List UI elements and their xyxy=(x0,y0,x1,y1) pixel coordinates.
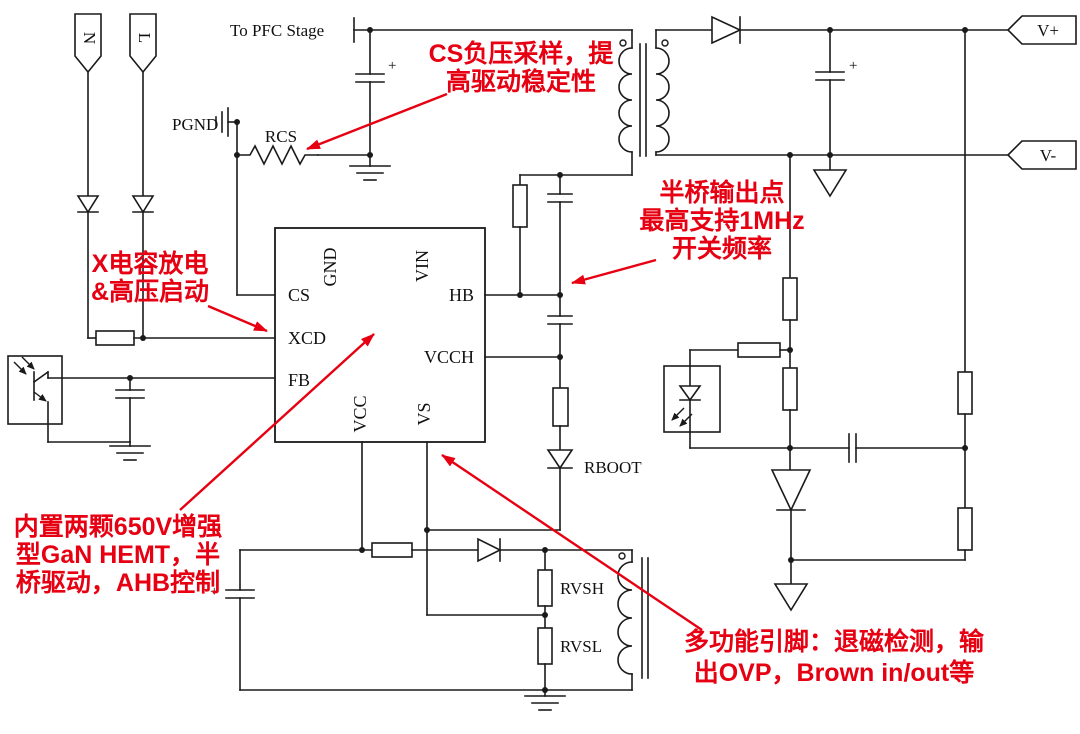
annotation-cs-sense-line2: 高驱动稳定性 xyxy=(446,67,596,96)
rboot-branch: RBOOT xyxy=(546,356,642,531)
ac-input-section: N L xyxy=(74,13,276,346)
annotation-xcd-line2: &高压启动 xyxy=(91,277,209,306)
output-connector-vplus: V+ xyxy=(1006,15,1077,45)
connector-n-label: N xyxy=(80,32,99,44)
rcs-label: RCS xyxy=(265,127,297,146)
vs-divider-section: RVSH RVSL xyxy=(426,441,649,711)
annotation-cs-sense: CS负压采样，提 高驱动稳定性 xyxy=(306,39,615,151)
annotation-half-bridge-line1: 半桥输出点 xyxy=(659,178,784,207)
output-capacitor: + xyxy=(815,29,857,156)
annotation-gan-line3: 桥驱动，AHB控制 xyxy=(16,569,220,597)
resonant-capacitor xyxy=(547,174,573,296)
annotation-multi-pin: 多功能引脚：退磁检测，输 出OVP，Brown in/out等 xyxy=(441,454,985,687)
rvsh-resistor: RVSH xyxy=(537,549,604,629)
annotation-half-bridge-line2: 最高支持1MHz xyxy=(639,206,804,235)
sense-winding-polarity-dot xyxy=(618,552,626,560)
input-connector-l: L xyxy=(129,13,157,74)
shunt-regulator xyxy=(770,447,812,612)
regulator-ground xyxy=(773,583,809,612)
connector-l-label: L xyxy=(135,33,154,43)
bulk-cap-plus-sign: + xyxy=(388,58,396,74)
vcc-cap-plus-sign: + xyxy=(210,584,218,600)
bias-branch xyxy=(782,154,798,451)
sense-winding-transformer xyxy=(617,549,649,691)
primary-polarity-dot xyxy=(619,39,627,47)
annotation-gan: 内置两颗650V增强 型GaN HEMT，半 桥驱动，AHB控制 xyxy=(14,333,375,597)
primary-ground xyxy=(349,154,391,181)
snubber-resistor xyxy=(512,174,528,296)
compensation-capacitor xyxy=(789,433,966,463)
annotation-gan-line2: 型GaN HEMT，半 xyxy=(16,541,220,569)
output-connector-vminus: V- xyxy=(1006,140,1077,170)
vcc-capacitor: + xyxy=(210,549,255,691)
annotation-xcd-arrow xyxy=(207,304,268,333)
ic-pin-cs: CS xyxy=(288,285,310,305)
rvsl-resistor: RVSL xyxy=(537,627,602,691)
secondary-ground xyxy=(812,154,848,198)
annotation-half-bridge-arrow xyxy=(571,258,657,285)
aux-series-resistor xyxy=(371,542,413,558)
half-bridge-network: RBOOT xyxy=(424,172,642,533)
controller-ic: CS XCD FB HB VCCH GND VIN VCC VS xyxy=(274,227,486,443)
annotation-multi-pin-line1: 多功能引脚：退磁检测，输 xyxy=(684,627,985,656)
output-cap-plus-sign: + xyxy=(849,58,857,74)
ic-pin-vcc: VCC xyxy=(350,395,370,432)
annotation-xcd-line1: X电容放电 xyxy=(92,249,209,278)
aux-rectifier-diode xyxy=(477,537,502,563)
bottom-ground xyxy=(524,689,566,711)
voltage-divider xyxy=(790,29,973,561)
led-series-resistor xyxy=(689,342,791,358)
annotation-gan-line1: 内置两颗650V增强 xyxy=(14,512,222,541)
fb-section xyxy=(7,355,276,461)
pfc-bus-section: To PFC Stage + PGND RCS xyxy=(172,17,633,296)
rvsl-label: RVSL xyxy=(560,637,602,656)
fb-ground xyxy=(109,441,151,461)
annotation-xcd: X电容放电 &高压启动 xyxy=(91,249,268,333)
ic-pin-fb: FB xyxy=(288,370,310,390)
annotation-cs-sense-arrow xyxy=(306,92,448,151)
bulk-capacitor: + xyxy=(355,29,396,156)
main-transformer xyxy=(618,29,670,176)
ic-pin-xcd: XCD xyxy=(288,328,326,348)
fb-filter-capacitor xyxy=(115,377,145,443)
input-diode-n xyxy=(76,71,100,339)
output-rectifier-diode xyxy=(711,15,742,45)
annotation-cs-sense-line1: CS负压采样，提 xyxy=(429,39,615,68)
input-connector-n: N xyxy=(74,13,102,74)
vplus-label: V+ xyxy=(1037,21,1059,40)
feedback-network xyxy=(663,29,973,612)
ic-pin-gnd: GND xyxy=(320,248,340,287)
pgnd-ground: PGND xyxy=(172,107,238,137)
input-diode-l xyxy=(131,71,155,339)
rvsh-label: RVSH xyxy=(560,579,604,598)
ic-pin-vin: VIN xyxy=(412,250,432,282)
ic-pin-vcch: VCCH xyxy=(424,347,474,367)
optocoupler-emitter xyxy=(663,349,721,449)
secondary-output-section: + V+ V- xyxy=(655,15,1077,198)
rboot-label: RBOOT xyxy=(584,458,642,477)
xcd-series-resistor xyxy=(87,330,276,346)
annotation-multi-pin-arrow xyxy=(441,454,703,631)
bootstrap-capacitor xyxy=(547,294,573,358)
rcs-resistor: RCS xyxy=(236,127,371,166)
secondary-polarity-dot xyxy=(661,39,669,47)
annotation-half-bridge: 半桥输出点 最高支持1MHz 开关频率 xyxy=(571,178,805,285)
pgnd-label: PGND xyxy=(172,115,218,134)
to-pfc-stage-label: To PFC Stage xyxy=(230,21,324,40)
ic-pin-vs: VS xyxy=(414,402,434,425)
ic-pin-hb: HB xyxy=(449,285,474,305)
optocoupler-receiver xyxy=(7,355,63,443)
annotation-half-bridge-line3: 开关频率 xyxy=(672,234,772,263)
vcc-aux-section: + xyxy=(210,441,633,691)
annotation-multi-pin-line2: 出OVP，Brown in/out等 xyxy=(694,658,975,687)
vminus-label: V- xyxy=(1040,146,1057,165)
annotation-gan-arrow xyxy=(179,333,375,511)
